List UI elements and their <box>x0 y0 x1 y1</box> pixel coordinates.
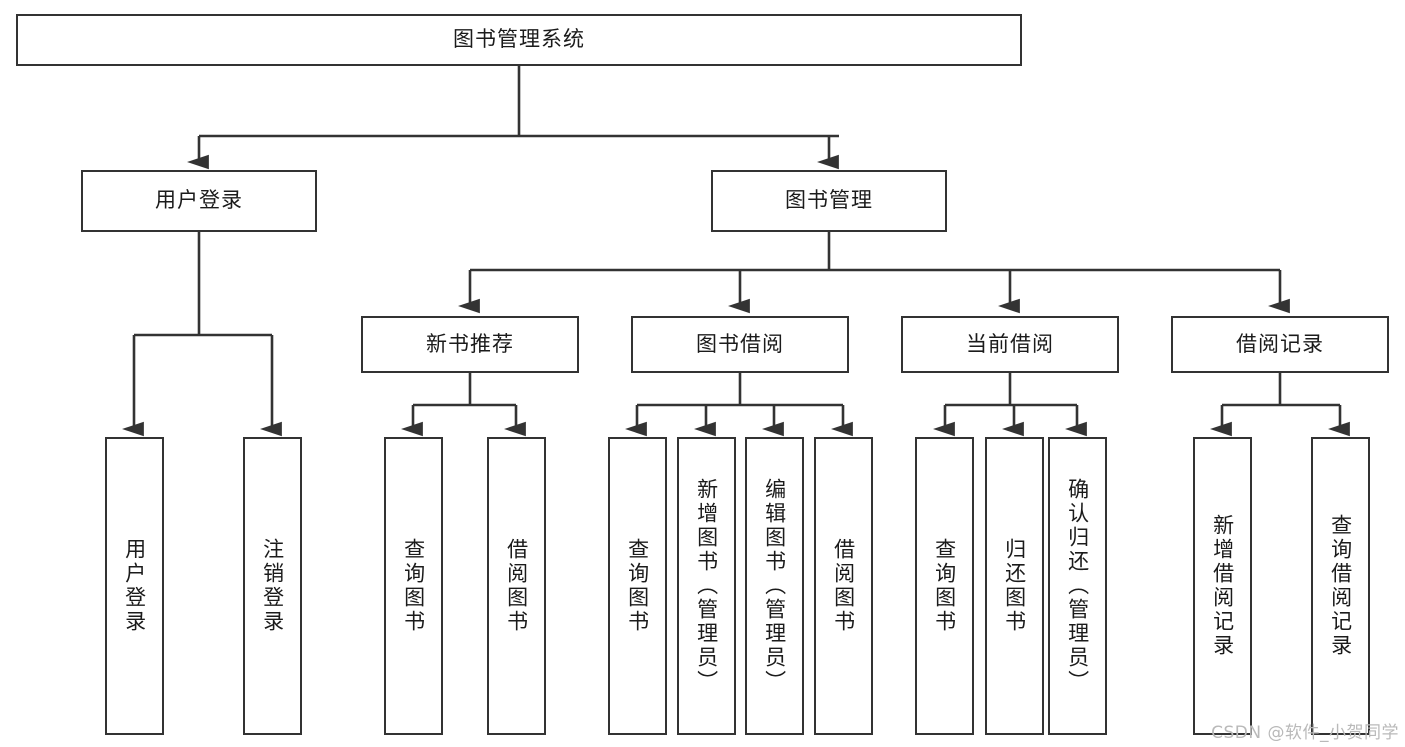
leaf-return-book[interactable]: 归还图书 <box>985 437 1044 735</box>
node-label: 新书推荐 <box>426 331 514 356</box>
node-label: 新增图书（管理员） <box>694 478 719 694</box>
leaf-user-login[interactable]: 用户登录 <box>105 437 164 735</box>
node-label: 用户登录 <box>155 188 243 213</box>
node-root-book-management-system[interactable]: 图书管理系统 <box>16 14 1022 66</box>
leaf-logout[interactable]: 注销登录 <box>243 437 302 735</box>
csdn-watermark: CSDN @软件_小贺同学 <box>1211 723 1399 743</box>
node-label: 确认归还（管理员） <box>1065 478 1090 694</box>
node-label: 归还图书 <box>1002 538 1027 634</box>
node-label: 用户登录 <box>122 538 147 634</box>
node-label: 编辑图书（管理员） <box>762 478 787 694</box>
leaf-add-book-admin[interactable]: 新增图书（管理员） <box>677 437 736 735</box>
leaf-add-borrow-record[interactable]: 新增借阅记录 <box>1193 437 1252 735</box>
leaf-query-book-recommend[interactable]: 查询图书 <box>384 437 443 735</box>
node-current-borrowing[interactable]: 当前借阅 <box>901 316 1119 373</box>
node-label: 借阅图书 <box>504 538 529 634</box>
leaf-query-book-current[interactable]: 查询图书 <box>915 437 974 735</box>
node-book-borrowing[interactable]: 图书借阅 <box>631 316 849 373</box>
node-label: 借阅图书 <box>831 538 856 634</box>
node-label: 当前借阅 <box>966 331 1054 356</box>
node-label: 查询借阅记录 <box>1328 514 1353 658</box>
node-label: 查询图书 <box>401 538 426 634</box>
node-label: 借阅记录 <box>1236 331 1324 356</box>
node-label: 图书管理系统 <box>453 27 585 52</box>
node-label: 图书管理 <box>785 188 873 213</box>
node-label: 图书借阅 <box>696 331 784 356</box>
node-label: 注销登录 <box>260 538 285 634</box>
node-label: 查询图书 <box>625 538 650 634</box>
leaf-query-book-borrow[interactable]: 查询图书 <box>608 437 667 735</box>
leaf-query-borrow-record[interactable]: 查询借阅记录 <box>1311 437 1370 735</box>
leaf-borrow-book[interactable]: 借阅图书 <box>814 437 873 735</box>
leaf-edit-book-admin[interactable]: 编辑图书（管理员） <box>745 437 804 735</box>
node-label: 新增借阅记录 <box>1210 514 1235 658</box>
leaf-confirm-return-admin[interactable]: 确认归还（管理员） <box>1048 437 1107 735</box>
leaf-borrow-book-recommend[interactable]: 借阅图书 <box>487 437 546 735</box>
node-label: 查询图书 <box>932 538 957 634</box>
node-borrowing-record[interactable]: 借阅记录 <box>1171 316 1389 373</box>
node-new-book-recommendation[interactable]: 新书推荐 <box>361 316 579 373</box>
node-user-login[interactable]: 用户登录 <box>81 170 317 232</box>
node-book-management[interactable]: 图书管理 <box>711 170 947 232</box>
